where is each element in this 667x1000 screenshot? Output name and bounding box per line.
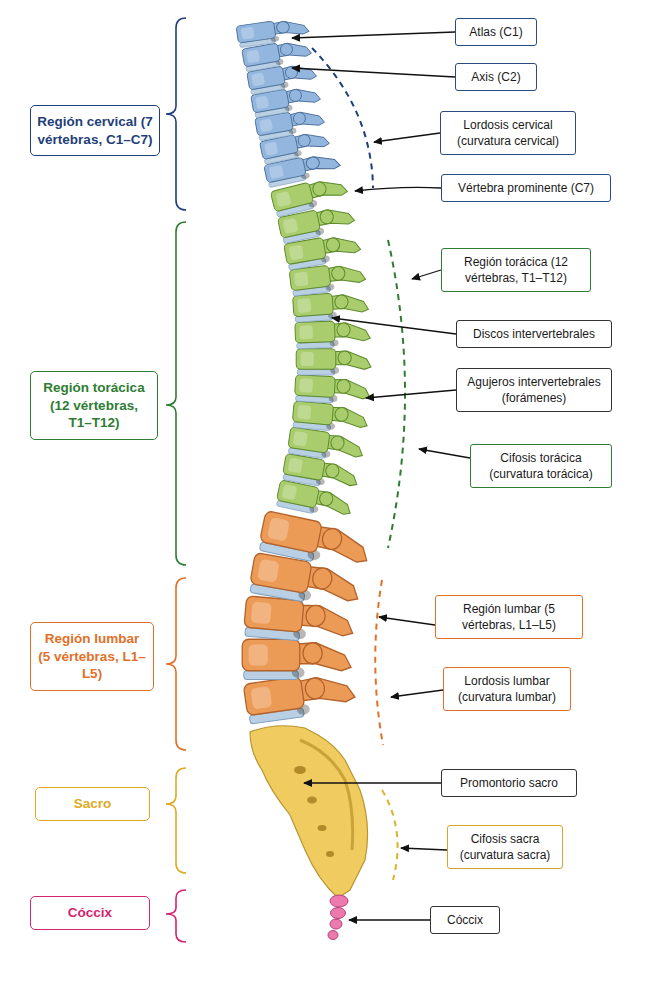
leader-arrow (391, 690, 443, 697)
callout-box: Discos intervertebrales (456, 320, 612, 348)
bracket (166, 18, 186, 210)
bracket (166, 222, 186, 565)
vertebra (294, 375, 370, 405)
vertebra (243, 596, 355, 646)
box-text: Sacro (42, 795, 143, 813)
leader-arrow (366, 390, 456, 398)
region-box: Región lumbar (5 vértebras, L1–L5) (30, 622, 154, 691)
vertebra (248, 552, 362, 611)
box-text: Cóccix (37, 904, 143, 922)
vertebra (275, 480, 354, 521)
vertebra (287, 427, 365, 464)
sacral-foramen (326, 851, 334, 857)
leader-arrow (374, 133, 440, 142)
vertebra (296, 349, 371, 375)
vertebra (258, 511, 373, 573)
box-text: Región lumbar (5 vértebras, L1–L5) (37, 630, 147, 683)
callout-box: Región lumbar (5 vértebras, L1–L5) (435, 595, 583, 639)
box-text: Promontorio sacro (448, 775, 570, 791)
sacral-foramen (294, 766, 306, 774)
region-box: Sacro (35, 787, 150, 821)
callout-box: Cóccix (430, 906, 500, 934)
region-box: Región torácica (12 vértebras, T1–T12) (30, 371, 158, 440)
box-text: Cifosis sacra (curvatura sacra) (454, 831, 556, 863)
box-text: Atlas (C1) (462, 24, 530, 40)
leader-arrow (379, 617, 435, 625)
box-text: Cóccix (437, 912, 493, 928)
box-text: Región torácica (12 vértebras, T1–T12) (37, 379, 151, 432)
leader-arrow (292, 32, 455, 38)
leader-arrow (355, 187, 441, 191)
bracket (166, 578, 186, 750)
box-text: Región torácica (12 vértebras, T1–T12) (448, 254, 584, 286)
vertebra (282, 453, 360, 492)
lumbar-vertebrae (242, 511, 372, 725)
callout-box: Cifosis sacra (curvatura sacra) (447, 825, 563, 869)
sacral-crest (300, 740, 353, 850)
box-text: Región cervical (7 vértebras, C1–C7) (37, 113, 153, 148)
callout-box: Agujeros intervertebrales (forámenes) (456, 368, 612, 412)
box-text: Agujeros intervertebrales (forámenes) (463, 374, 605, 406)
cervical-vertebrae (236, 16, 342, 188)
bracket (166, 890, 186, 942)
bracket (166, 768, 186, 873)
box-text: Discos intervertebrales (463, 326, 605, 342)
coccyx-segment (330, 895, 348, 907)
coccyx-segment (330, 919, 342, 929)
leader-arrow (304, 782, 441, 783)
box-text: Región lumbar (5 vértebras, L1–L5) (442, 601, 576, 633)
leader-arrow (292, 68, 455, 77)
box-text: Lordosis lumbar (curvatura lumbar) (450, 673, 564, 705)
callout-box: Región torácica (12 vértebras, T1–T12) (441, 248, 591, 292)
leader-arrow (332, 318, 456, 334)
coccyx-segment (328, 931, 338, 940)
callout-box: Atlas (C1) (455, 18, 537, 46)
coccyx-segment (331, 908, 346, 919)
vertebra (242, 639, 351, 679)
box-text: Axis (C2) (462, 69, 530, 85)
box-text: Cifosis torácica (curvatura torácica) (477, 450, 605, 482)
callout-box: Lordosis cervical (curvatura cervical) (440, 111, 576, 155)
vertebra (293, 291, 369, 323)
vertebra (295, 320, 371, 349)
sacral-foramen (307, 797, 317, 804)
box-text: Vértebra prominente (C7) (448, 180, 604, 196)
vertebra (292, 401, 369, 434)
callout-box: Lordosis lumbar (curvatura lumbar) (443, 667, 571, 711)
box-text: Lordosis cervical (curvatura cervical) (447, 117, 569, 149)
callout-box: Axis (C2) (455, 63, 537, 91)
leader-arrow (349, 919, 430, 920)
region-box: Cóccix (30, 896, 150, 930)
region-box: Región cervical (7 vértebras, C1–C7) (30, 105, 160, 156)
sacral-foramen (318, 825, 327, 831)
curvature-line (388, 240, 405, 548)
callout-box: Promontorio sacro (441, 769, 577, 797)
leader-arrow (401, 848, 447, 850)
leader-arrow (412, 270, 441, 279)
curvature-line (375, 580, 383, 745)
callout-box: Vértebra prominente (C7) (441, 174, 611, 202)
leader-arrow (419, 449, 470, 458)
thoracic-vertebrae (270, 174, 371, 522)
vertebra (236, 16, 310, 48)
sacrum (250, 726, 368, 898)
callout-box: Cifosis torácica (curvatura torácica) (470, 444, 612, 488)
curvature-line (382, 790, 398, 880)
